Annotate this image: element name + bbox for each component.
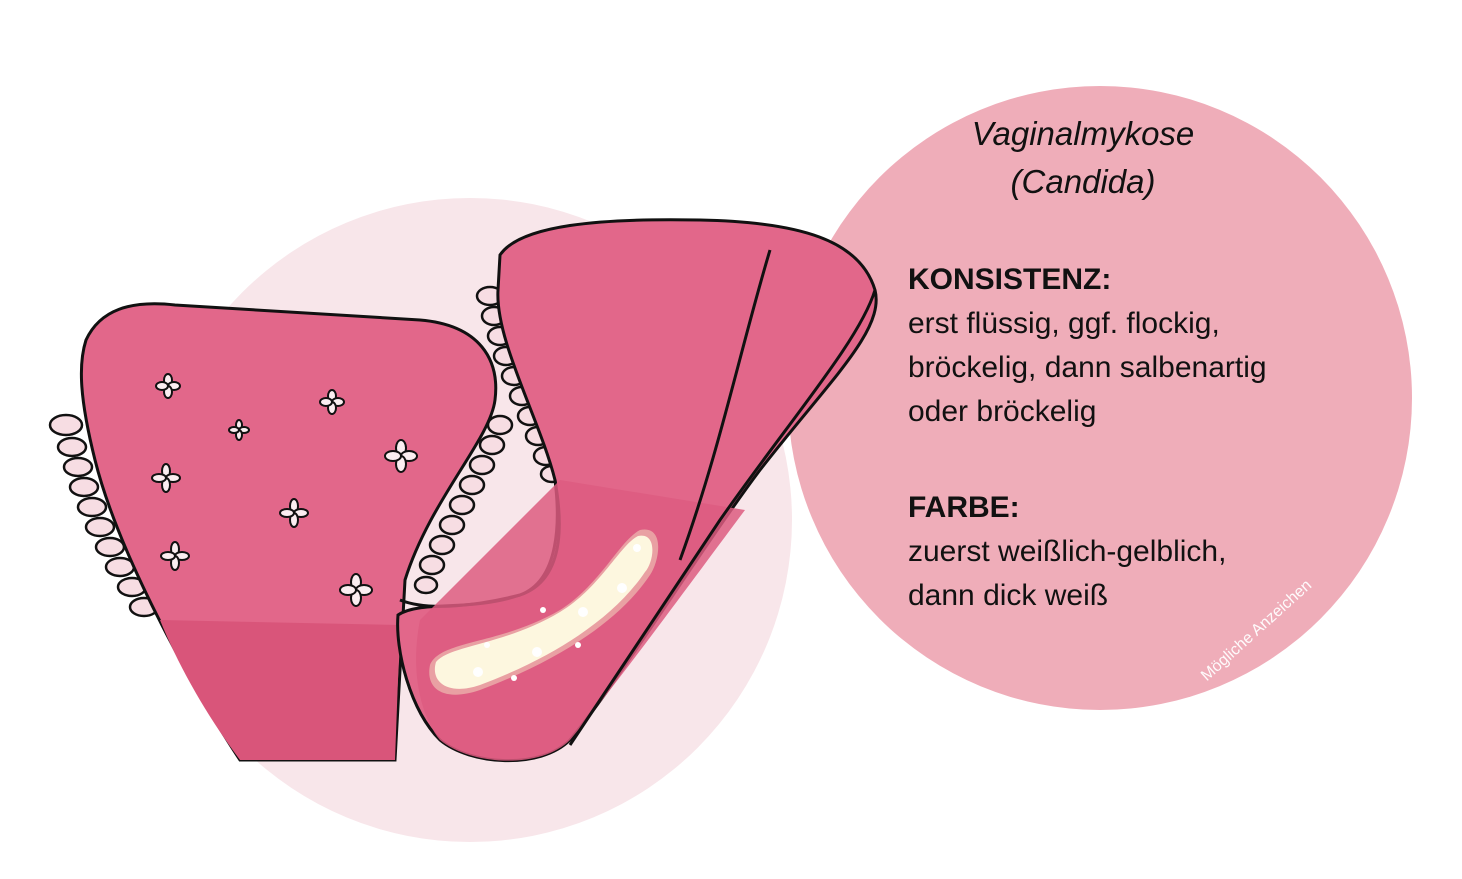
section-line: dann dick weiß — [908, 579, 1109, 612]
underwear-front-panel — [48, 302, 514, 762]
title-line-1: Vaginalmykose — [971, 115, 1195, 152]
info-circle — [788, 86, 1412, 710]
section-line: oder bröckelig — [908, 395, 1097, 428]
section-line: zuerst weißlich-gelblich, — [908, 535, 1227, 568]
flower-pattern — [151, 373, 418, 607]
underwear-back-panel — [396, 218, 878, 763]
title-line-2: (Candida) — [1010, 163, 1156, 200]
discharge-illustration — [429, 529, 659, 695]
title-block: Vaginalmykose (Candida) — [908, 110, 1258, 206]
section-konsistenz: KONSISTENZ: erst flüssig, ggf. flockig, … — [908, 258, 1368, 434]
section-farbe: FARBE: zuerst weißlich-gelblich, dann di… — [908, 486, 1368, 618]
section-line: bröckelig, dann salbenartig — [908, 351, 1267, 384]
section-heading: FARBE: — [908, 491, 1020, 524]
section-line: erst flüssig, ggf. flockig, — [908, 307, 1220, 340]
section-heading: KONSISTENZ: — [908, 263, 1112, 296]
